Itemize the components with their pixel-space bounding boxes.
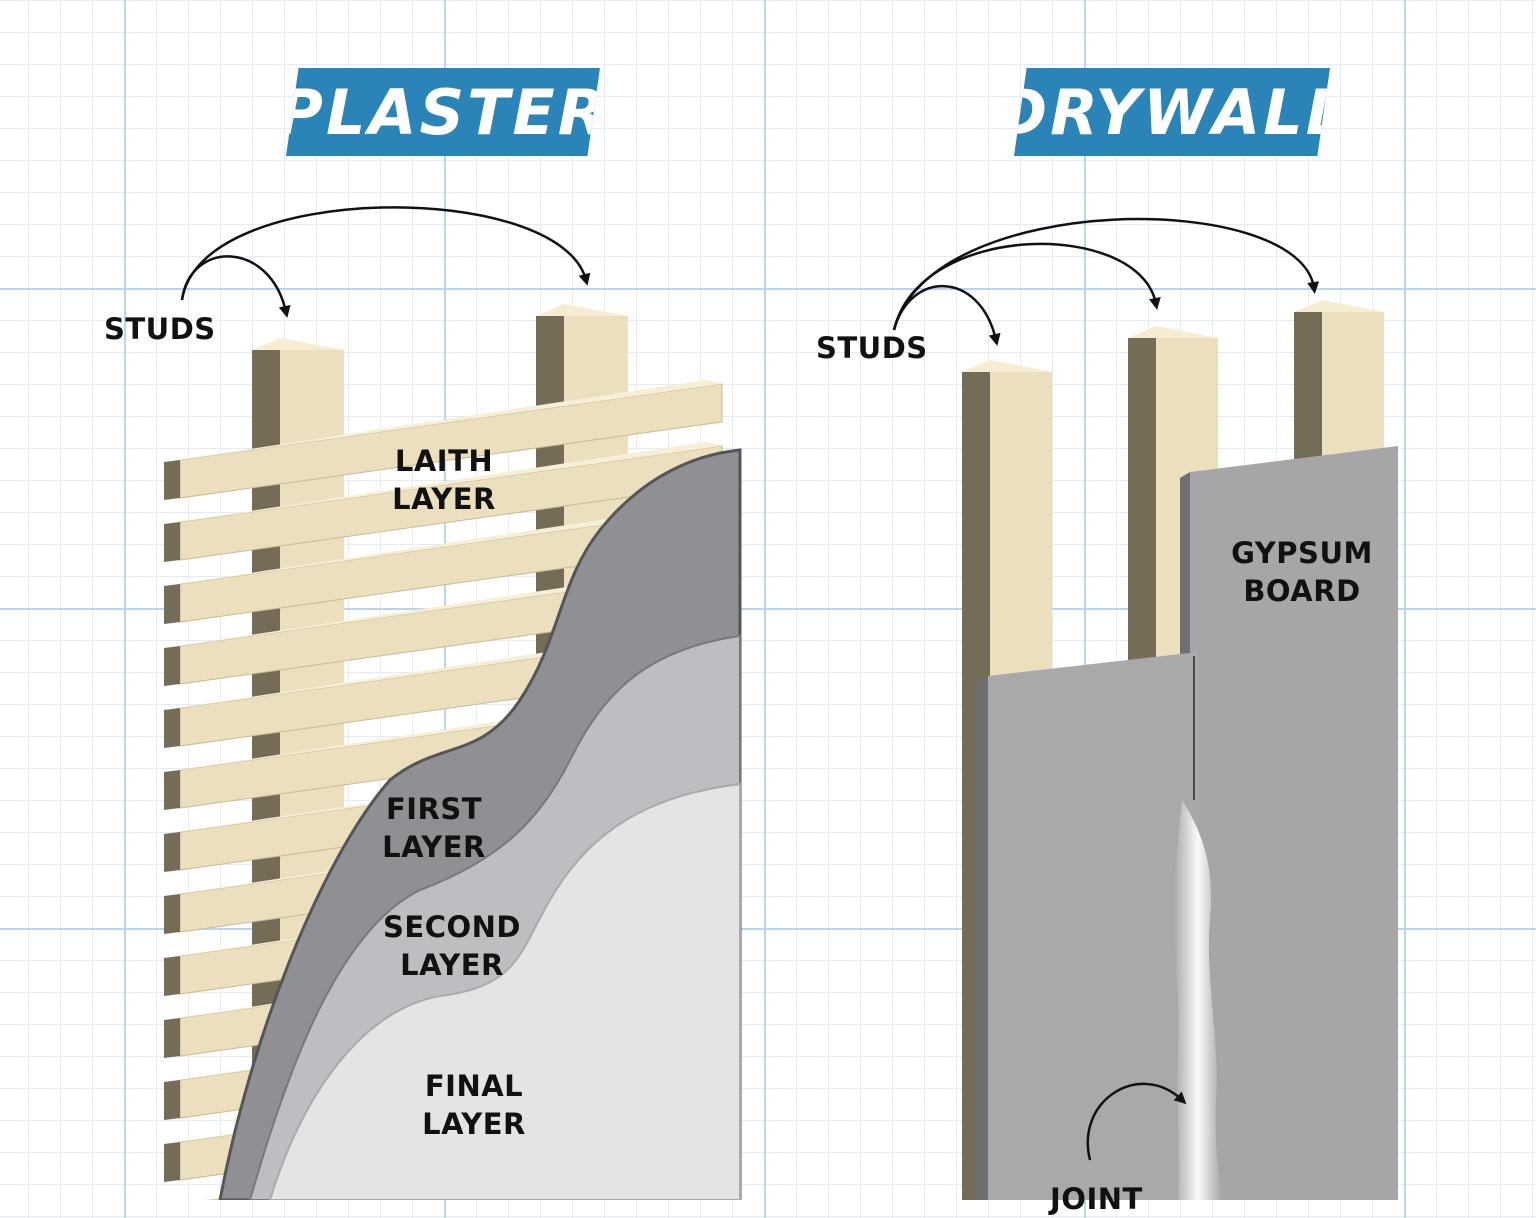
final-layer-label: FINAL LAYER bbox=[422, 1069, 526, 1141]
second-layer-label: SECOND LAYER bbox=[383, 910, 521, 982]
first-layer-label: FIRST LAYER bbox=[382, 792, 486, 864]
gypsum-board-left bbox=[976, 652, 1198, 1200]
laith-layer-label: LAITH LAYER bbox=[392, 444, 496, 516]
drywall-studs-arrows bbox=[892, 217, 1320, 346]
lath-strip bbox=[164, 379, 723, 500]
plaster-studs-arrows bbox=[180, 206, 591, 318]
drywall-title-banner: DRYWALL bbox=[1014, 68, 1330, 156]
drywall-studs-label: STUDS bbox=[816, 331, 928, 365]
drywall-title: DRYWALL bbox=[995, 75, 1349, 149]
plaster-title-banner: PLASTER bbox=[286, 68, 600, 156]
plaster-studs-label: STUDS bbox=[104, 312, 216, 346]
joint-label: JOINT bbox=[1050, 1182, 1143, 1216]
plaster-final-layer bbox=[268, 782, 741, 1200]
plaster-title: PLASTER bbox=[277, 75, 609, 149]
gypsum-board-label: GYPSUM BOARD bbox=[1231, 536, 1373, 608]
joint-arrow bbox=[1086, 1082, 1187, 1161]
